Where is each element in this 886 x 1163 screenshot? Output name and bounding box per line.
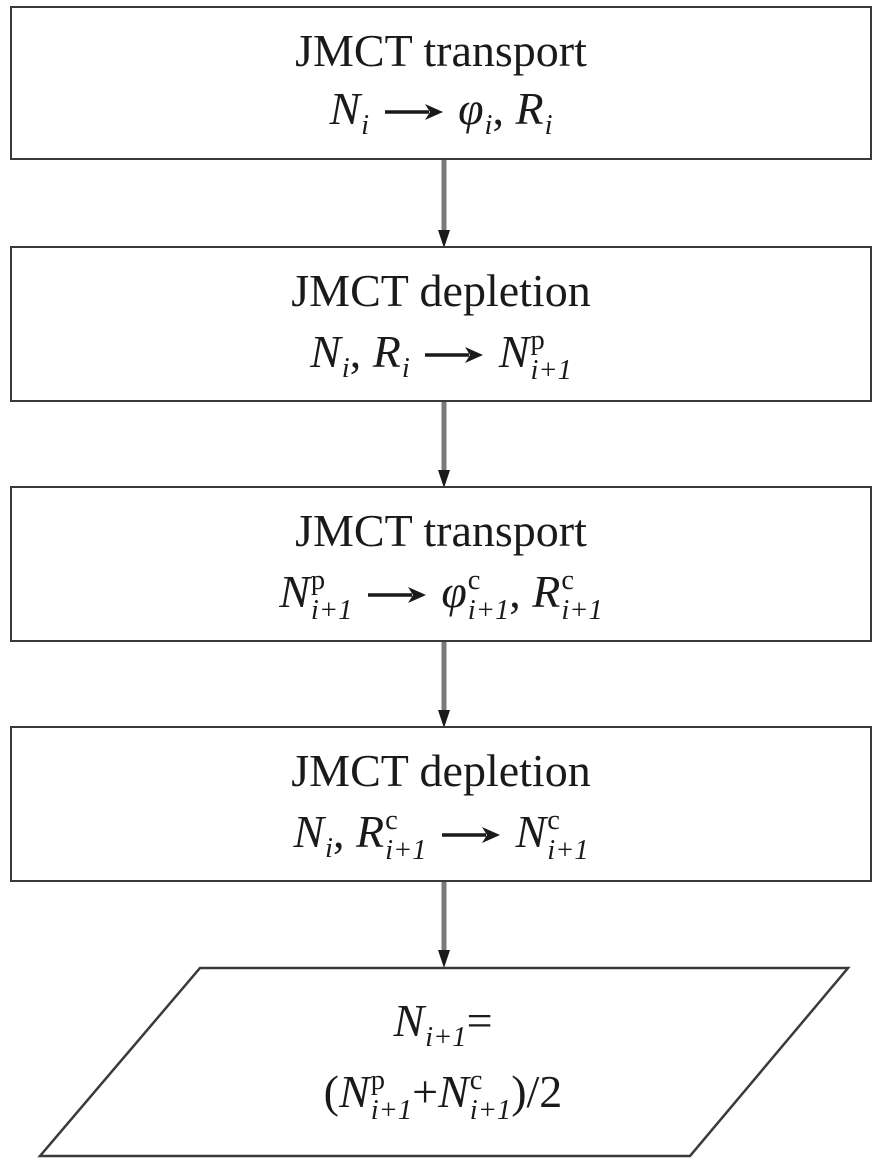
step-1-var-n: Ni [329, 83, 370, 141]
step-2-var-n: Ni [310, 325, 350, 384]
step-4-var-n: Ni [293, 805, 333, 864]
step-1-var-phi: φi [458, 83, 493, 141]
step-3-right-arrow-icon [367, 586, 426, 603]
step-1-formula: Ni φi, Ri [329, 83, 553, 141]
result-var-lhs: Ni+1 [393, 995, 467, 1053]
connector-1-arrow-icon [438, 160, 450, 248]
connector-3-arrow-icon [438, 642, 450, 728]
step-1-box: JMCT transport Ni φi, Ri [10, 6, 872, 160]
step-4-right-arrow-icon [442, 826, 501, 843]
step-1-title: JMCT transport [295, 25, 587, 76]
step-2-title: JMCT depletion [291, 265, 591, 316]
step-2-right-arrow-icon [425, 346, 484, 363]
step-3-title: JMCT transport [295, 505, 587, 556]
step-1-right-arrow-icon [384, 103, 443, 120]
connector-4-arrow-icon [438, 882, 450, 968]
step-2-var-r: Ri [372, 325, 410, 384]
result-parallelogram-shape [37, 966, 851, 1158]
step-4-title: JMCT depletion [291, 745, 591, 796]
step-1-var-r: Ri [515, 83, 553, 141]
result-equals: = [466, 995, 493, 1046]
result-line-1: Ni+1= [0, 998, 886, 1052]
connector-2-arrow-icon [438, 402, 450, 488]
